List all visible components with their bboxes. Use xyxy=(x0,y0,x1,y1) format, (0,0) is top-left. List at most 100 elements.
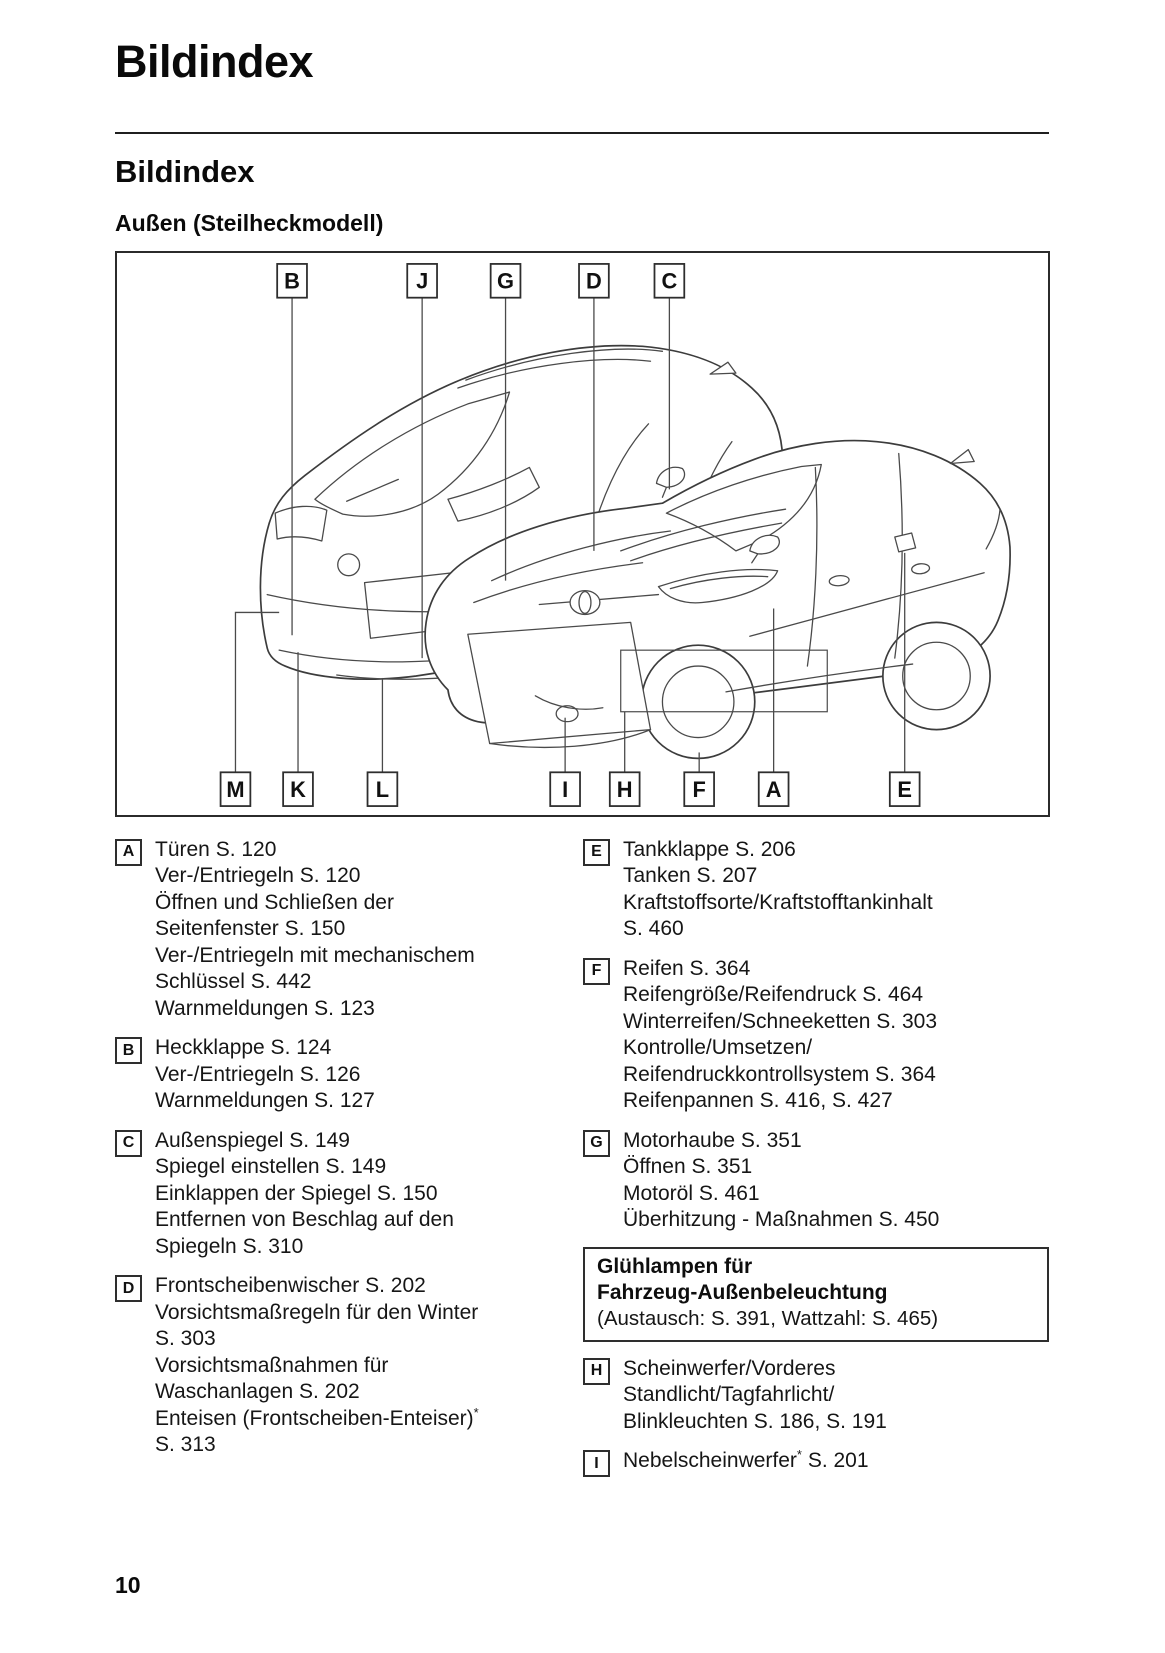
diagram-label-box-M xyxy=(219,771,252,807)
legend-line: Reifendruckkontrollsystem S. 364 xyxy=(623,1062,936,1086)
legend-entry-lines: Nebelscheinwerfer* S. 201 xyxy=(623,1448,869,1477)
diagram-label-box-D xyxy=(578,262,610,299)
diagram-label-letter-D: D xyxy=(586,269,602,294)
legend-line: S. 303 xyxy=(155,1327,216,1351)
diagram-label-box-F xyxy=(683,771,715,807)
footnote-asterisk: * xyxy=(473,1404,479,1420)
diagram-label-letter-B: B xyxy=(284,269,300,294)
diagram-label-letter-M: M xyxy=(226,777,244,802)
legend-line: Entfernen von Beschlag auf den xyxy=(155,1208,454,1232)
legend-line: Überhitzung - Maßnahmen S. 450 xyxy=(623,1208,940,1232)
legend-letter-badge: I xyxy=(583,1450,610,1478)
legend-line: Ver-/Entriegeln mit mechanischem xyxy=(155,943,475,967)
legend-line: Scheinwerfer/Vorderes xyxy=(623,1356,836,1380)
legend-line: Motoröl S. 461 xyxy=(623,1181,760,1205)
legend-line: Türen S. 120 xyxy=(155,837,277,861)
legend-line: Kontrolle/Umsetzen/ xyxy=(623,1036,813,1060)
front-view-car xyxy=(424,439,1011,760)
legend-line: Standlicht/Tagfahrlicht/ xyxy=(623,1383,835,1407)
legend-line: Spiegel einstellen S. 149 xyxy=(155,1155,387,1179)
diagram-label-letter-K: K xyxy=(290,777,306,802)
diagram-label-letter-L: L xyxy=(376,777,389,802)
subsection-title: Außen (Steilheckmodell) xyxy=(115,209,384,236)
legend-line: Reifenpannen S. 416, S. 427 xyxy=(623,1089,893,1113)
bulb-info-box: Glühlampen für Fahrzeug-Außenbeleuchtung… xyxy=(583,1246,1049,1342)
legend-letter-badge: C xyxy=(115,1129,142,1157)
diagram-label-box-E xyxy=(888,771,921,807)
footnote-asterisk: * xyxy=(796,1447,802,1463)
diagram-label-box-C xyxy=(653,262,686,299)
bulb-box-title-line: Fahrzeug-Außenbeleuchtung xyxy=(597,1280,888,1304)
diagram-label-box-L xyxy=(366,771,399,807)
legend-line: Tanken S. 207 xyxy=(623,864,758,888)
legend-letter-badge: F xyxy=(583,957,610,985)
legend-line: Winterreifen/Schneeketten S. 303 xyxy=(623,1009,938,1033)
page-number: 10 xyxy=(115,1572,141,1598)
diagram-label-letter-A: A xyxy=(766,777,782,802)
legend-line: Blinkleuchten S. 186, S. 191 xyxy=(623,1409,887,1433)
legend-letter-badge: E xyxy=(583,838,610,866)
diagram-label-box-K xyxy=(282,771,314,807)
legend-line: Ver-/Entriegeln S. 126 xyxy=(155,1062,361,1086)
legend-line: Kraftstoffsorte/Kraftstofftankinhalt xyxy=(623,890,933,914)
diagram-label-box-A xyxy=(757,771,790,807)
legend-line: Spiegeln S. 310 xyxy=(155,1234,304,1258)
legend-line: Vorsichtsmaßregeln für den Winter xyxy=(155,1300,479,1324)
legend-line: Warnmeldungen S. 123 xyxy=(155,996,375,1020)
legend-letter-badge: A xyxy=(115,838,142,866)
legend-line: Nebelscheinwerfer* S. 201 xyxy=(623,1447,869,1473)
diagram-label-letter-E: E xyxy=(897,777,912,802)
legend-letter-badge: G xyxy=(583,1129,610,1157)
legend-line: Motorhaube S. 351 xyxy=(623,1128,802,1152)
leader-line-M xyxy=(234,611,280,773)
legend-line: Frontscheibenwischer S. 202 xyxy=(155,1274,426,1298)
diagram-label-letter-F: F xyxy=(692,777,705,802)
legend-line: Reifen S. 364 xyxy=(623,956,751,980)
legend-line: Ver-/Entriegeln S. 120 xyxy=(155,864,361,888)
diagram-label-box-H xyxy=(608,771,641,807)
legend-letter-badge: D xyxy=(115,1275,142,1303)
diagram-label-box-G xyxy=(489,262,522,299)
legend-line: Warnmeldungen S. 127 xyxy=(155,1089,375,1113)
diagram-label-box-I xyxy=(549,771,581,807)
legend-line: Vorsichtsmaßnahmen für xyxy=(155,1353,389,1377)
diagram-label-letter-G: G xyxy=(497,269,514,294)
legend-line: Schlüssel S. 442 xyxy=(155,970,312,994)
legend-line: Tankklappe S. 206 xyxy=(623,837,796,861)
legend-entry-I: I Nebelscheinwerfer* S. 201 xyxy=(583,1448,1049,1478)
diagram-label-letter-H: H xyxy=(617,777,633,802)
diagram-label-letter-I: I xyxy=(562,777,568,802)
bulb-box-detail-line: (Austausch: S. 391, Wattzahl: S. 465) xyxy=(597,1306,939,1330)
title-divider xyxy=(115,132,1049,135)
page-title: Bildindex xyxy=(115,36,314,87)
legend-line: Enteisen (Frontscheiben-Enteiser)* xyxy=(155,1404,479,1430)
legend-line: Öffnen und Schließen der xyxy=(155,890,394,914)
legend-line: Reifengröße/Reifendruck S. 464 xyxy=(623,983,923,1007)
legend-line: Seitenfenster S. 150 xyxy=(155,917,346,941)
legend-line: S. 313 xyxy=(155,1433,216,1457)
legend-letter-badge: H xyxy=(583,1357,610,1385)
section-title: Bildindex xyxy=(115,154,255,190)
bulb-box-title-line: Glühlampen für xyxy=(597,1254,753,1278)
